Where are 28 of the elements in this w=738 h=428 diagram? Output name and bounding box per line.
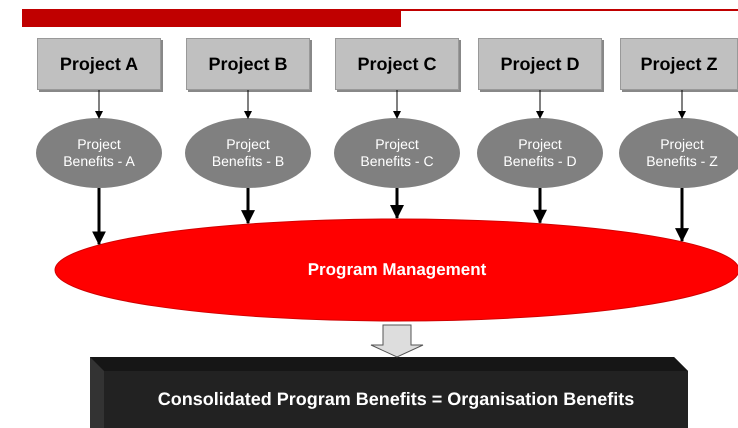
project-box: Project D — [478, 38, 602, 90]
node-label: Program Management — [308, 260, 486, 280]
project-box: Project C — [335, 38, 459, 90]
arrow — [95, 90, 103, 119]
arrow — [678, 90, 686, 119]
node-label: Project Benefits - D — [502, 136, 578, 170]
benefit-ellipse — [334, 118, 460, 188]
arrow — [675, 188, 689, 242]
arrow — [241, 188, 255, 224]
benefit-ellipse — [185, 118, 311, 188]
benefit-ellipse — [477, 118, 603, 188]
node-label: Project Benefits - A — [62, 136, 136, 170]
result-block — [90, 357, 688, 428]
node-label: Consolidated Program Benefits = Organisation Benefits — [158, 389, 634, 410]
node-label: Project Benefits - C — [359, 136, 435, 170]
arrow — [92, 188, 106, 246]
benefit-ellipse — [36, 118, 162, 188]
node-label: Project Benefits - B — [210, 136, 286, 170]
project-box: Project B — [186, 38, 310, 90]
block-arrow — [370, 324, 424, 358]
arrow — [244, 90, 252, 119]
arrow — [533, 188, 547, 224]
arrow — [390, 188, 404, 219]
arrow — [393, 90, 401, 119]
arrow — [536, 90, 544, 119]
project-box: Project Z — [620, 38, 738, 90]
node-label: Project Benefits - Z — [645, 136, 719, 170]
project-box: Project A — [37, 38, 161, 90]
